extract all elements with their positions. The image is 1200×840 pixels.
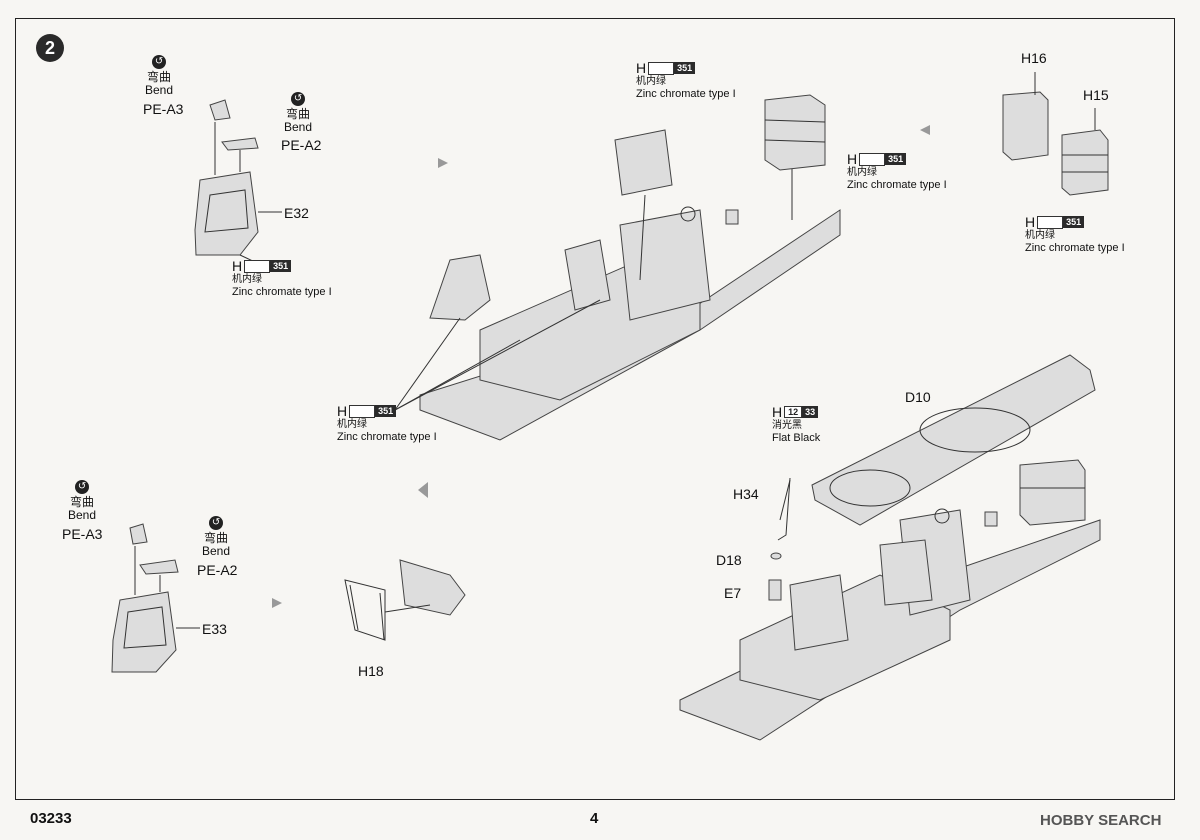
bend-label-bottom-1: ↺ 弯曲 Bend [68, 480, 97, 522]
part-label-h18: H18 [358, 663, 384, 679]
bend-label-top-1: ↺ 弯曲 Bend [145, 55, 174, 97]
seat-frame-h18-drawing [344, 559, 466, 641]
part-label-pe-a3-bottom: PE-A3 [62, 526, 103, 542]
page-frame [15, 18, 1175, 800]
lower-floor-assembly [679, 354, 1101, 741]
part-label-d18: D18 [716, 552, 742, 568]
step-number-badge: 2 [36, 34, 64, 62]
seat-e32-drawing [194, 99, 282, 263]
bend-label-bottom-2: ↺ 弯曲 Bend [202, 516, 231, 558]
upper-floor-assembly [394, 129, 841, 441]
direction-arrows [272, 125, 930, 608]
watermark: HOBBY SEARCH [1040, 812, 1162, 829]
bend-icon: ↺ [152, 55, 167, 69]
bend-icon: ↺ [291, 92, 306, 106]
product-code: 03233 [30, 810, 72, 827]
part-label-e33: E33 [202, 621, 227, 637]
part-label-e7: E7 [724, 585, 742, 601]
part-label-h16: H16 [1021, 50, 1047, 66]
bend-icon: ↺ [75, 480, 90, 494]
part-label-h15: H15 [1083, 87, 1109, 103]
seat-e33-drawing [111, 523, 200, 673]
part-label-pe-a3-top: PE-A3 [143, 101, 184, 117]
part-label-d10: D10 [905, 389, 931, 405]
page-number: 4 [590, 810, 599, 827]
part-label-pe-a2-top: PE-A2 [281, 137, 322, 153]
part-label-pe-a2-bottom: PE-A2 [197, 562, 238, 578]
ammo-boxes-upper [764, 72, 1109, 196]
part-label-e32: E32 [284, 205, 309, 221]
bend-icon: ↺ [209, 516, 224, 530]
part-label-h34: H34 [733, 486, 759, 502]
bend-label-top-2: ↺ 弯曲 Bend [284, 92, 313, 134]
